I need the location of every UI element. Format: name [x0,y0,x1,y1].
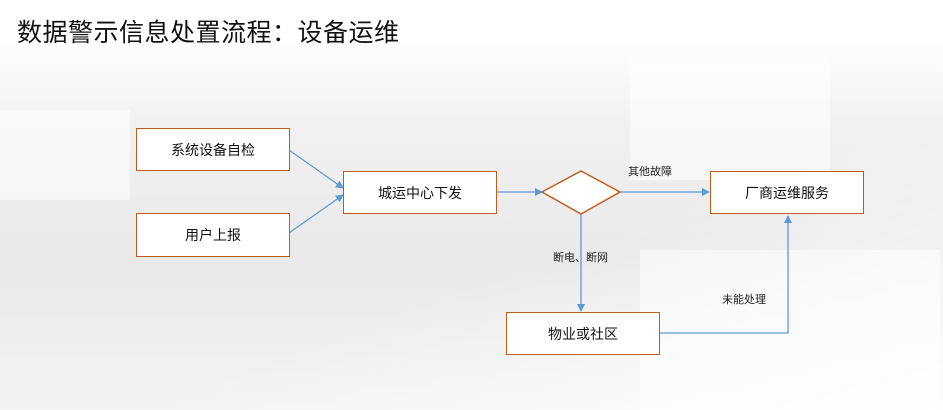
arrow-property-to-vendor [659,215,792,334]
page-title: 数据警示信息处置流程：设备运维 [17,18,400,47]
node-dispatch-center: 城运中心下发 [343,171,497,214]
node-user-report-label: 用户上报 [185,228,241,244]
node-self-check: 系统设备自检 [136,128,290,171]
node-property-community-label: 物业或社区 [548,326,618,343]
edge-label-power-network-outage: 断电、断网 [553,251,608,264]
decision-diamond [540,170,622,215]
node-self-check-label: 系统设备自检 [171,142,255,159]
arrow-userreport-to-dispatch [288,194,344,234]
node-user-report: 用户上报 [136,213,290,257]
edge-label-not-handled: 未能处理 [722,293,766,306]
node-vendor-service: 厂商运维服务 [710,171,864,214]
node-property-community: 物业或社区 [506,312,660,355]
edge-label-other-fault: 其他故障 [628,165,672,178]
node-vendor-service-label: 厂商运维服务 [745,185,829,202]
arrow-selfcheck-to-dispatch [288,149,344,189]
node-dispatch-center-label: 城运中心下发 [378,185,462,202]
